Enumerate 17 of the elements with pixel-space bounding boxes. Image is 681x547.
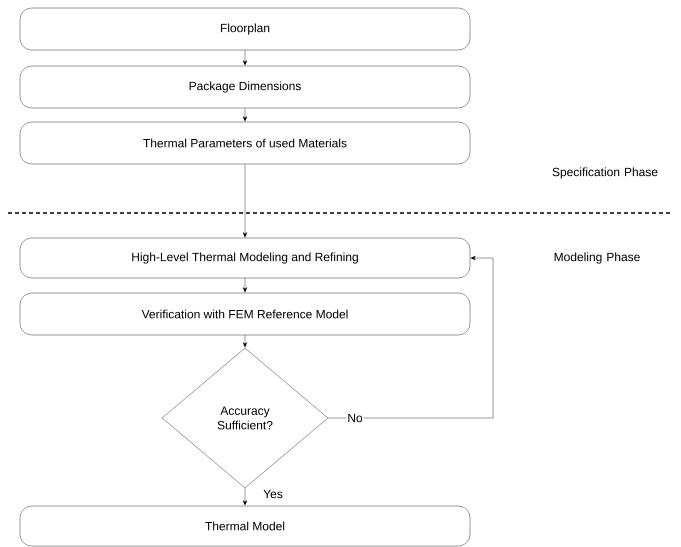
edge-label: Yes xyxy=(262,488,284,500)
arrow xyxy=(242,335,248,348)
phase-label: Specification Phase xyxy=(552,167,658,179)
arrow xyxy=(328,256,494,418)
process-box: Verification with FEM Reference Model xyxy=(20,292,470,336)
edge-label: No xyxy=(346,412,364,424)
process-box: Thermal Model xyxy=(20,506,470,546)
process-box: Floorplan xyxy=(20,8,470,50)
arrow xyxy=(242,164,248,238)
arrow xyxy=(242,50,248,66)
arrow xyxy=(242,488,248,506)
process-box: High-Level Thermal Modeling and Refining xyxy=(20,238,470,278)
process-box: Thermal Parameters of used Materials xyxy=(20,122,470,164)
phase-label: Modeling Phase xyxy=(554,252,640,264)
process-box: Package Dimensions xyxy=(20,66,470,108)
arrow xyxy=(242,278,248,292)
arrow xyxy=(242,108,248,122)
